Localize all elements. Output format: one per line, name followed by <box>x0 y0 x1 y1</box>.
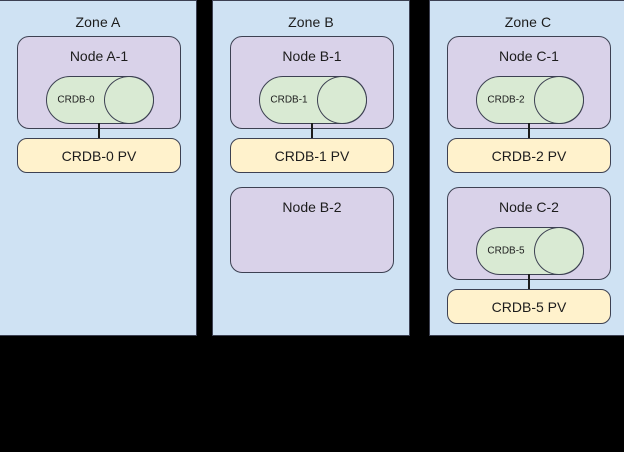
cylinder-cap-icon <box>317 76 367 124</box>
node-box-c-2[interactable]: Node C-2 CRDB-5 <box>447 187 611 280</box>
database-cylinder-crdb-5[interactable]: CRDB-5 <box>476 227 584 275</box>
database-label-crdb-1: CRDB-1 <box>270 94 308 106</box>
database-label-crdb-5: CRDB-5 <box>487 245 525 257</box>
connector-crdb-5-to-pv <box>528 274 530 290</box>
node-b-1-title: Node B-1 <box>282 48 342 64</box>
database-cylinder-crdb-1[interactable]: CRDB-1 <box>259 76 367 124</box>
database-cylinder-crdb-2[interactable]: CRDB-2 <box>476 76 584 124</box>
pv-label-crdb-5: CRDB-5 PV <box>491 298 567 315</box>
zone-a-title: Zone A <box>75 14 121 30</box>
pv-label-crdb-0: CRDB-0 PV <box>61 147 137 164</box>
node-c-1-title: Node C-1 <box>499 48 559 64</box>
zone-panel-a: Zone A Node A-1 CRDB-0 CRDB-0 PV <box>0 0 197 336</box>
pv-box-crdb-5[interactable]: CRDB-5 PV <box>447 289 611 324</box>
node-c-2-title: Node C-2 <box>499 199 559 215</box>
database-label-crdb-2: CRDB-2 <box>487 94 525 106</box>
cylinder-cap-icon <box>534 76 584 124</box>
connector-crdb-2-to-pv <box>528 123 530 139</box>
pv-label-crdb-1: CRDB-1 PV <box>274 147 350 164</box>
node-box-c-1[interactable]: Node C-1 CRDB-2 <box>447 36 611 129</box>
zone-c-title: Zone C <box>504 14 552 30</box>
zone-panel-b: Zone B Node B-1 CRDB-1 CRDB-1 PV Node B-… <box>212 0 410 336</box>
node-a-1-title: Node A-1 <box>69 48 129 64</box>
node-b-2-title: Node B-2 <box>282 199 342 215</box>
database-cylinder-crdb-0[interactable]: CRDB-0 <box>46 76 154 124</box>
pv-label-crdb-2: CRDB-2 PV <box>491 147 567 164</box>
pv-box-crdb-0[interactable]: CRDB-0 PV <box>17 138 181 173</box>
node-box-b-2[interactable]: Node B-2 <box>230 187 394 273</box>
zone-b-title: Zone B <box>288 14 334 30</box>
pv-box-crdb-1[interactable]: CRDB-1 PV <box>230 138 394 173</box>
connector-crdb-1-to-pv <box>311 123 313 139</box>
cylinder-cap-icon <box>104 76 154 124</box>
node-box-b-1[interactable]: Node B-1 CRDB-1 <box>230 36 394 129</box>
zone-panel-c: Zone C Node C-1 CRDB-2 CRDB-2 PV Node C-… <box>429 0 624 336</box>
cylinder-cap-icon <box>534 227 584 275</box>
connector-crdb-0-to-pv <box>98 123 100 139</box>
node-box-a-1[interactable]: Node A-1 CRDB-0 <box>17 36 181 129</box>
database-label-crdb-0: CRDB-0 <box>57 94 95 106</box>
pv-box-crdb-2[interactable]: CRDB-2 PV <box>447 138 611 173</box>
